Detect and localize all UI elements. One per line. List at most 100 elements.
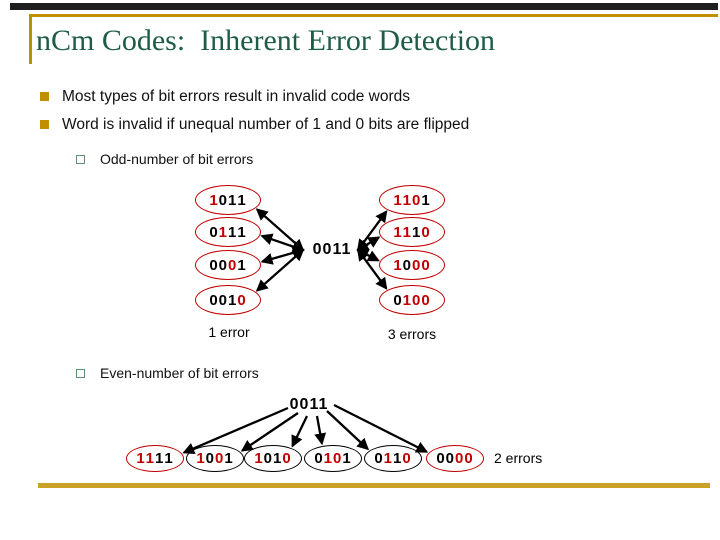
bullet-square-icon	[40, 92, 49, 101]
code-digit: 1	[393, 223, 403, 241]
arrow	[255, 248, 305, 292]
code-digit: 1	[237, 256, 247, 274]
code-digit: 1	[254, 449, 264, 467]
code-digit: 0	[436, 449, 446, 467]
code-digit: 1	[209, 191, 219, 209]
code-digit: 0	[218, 191, 228, 209]
code-digit: 1	[224, 449, 234, 467]
odd-right-label: 3 errors	[387, 326, 437, 342]
top-border-dark	[10, 3, 718, 10]
hollow-square-icon	[76, 155, 85, 164]
code-digit: 0	[237, 291, 247, 309]
code-digit: 1	[218, 223, 228, 241]
code-digit: 1	[155, 449, 165, 467]
code-digit: 1	[228, 291, 238, 309]
code-digit: 1	[164, 449, 174, 467]
code-digit: 1	[402, 191, 412, 209]
code-digit: 0	[374, 449, 384, 467]
arrow	[356, 248, 380, 262]
code-digit: 0	[228, 256, 238, 274]
arrow	[356, 236, 381, 251]
arrow	[326, 410, 370, 451]
code-digit: 1	[402, 223, 412, 241]
code-digit: 0	[209, 223, 219, 241]
arrow	[260, 247, 305, 265]
arrow	[314, 415, 327, 446]
subbullet-text: Odd-number of bit errors	[100, 151, 254, 167]
subbullet-even-errors: Even-number of bit errors	[76, 365, 259, 382]
top-border-gold	[29, 14, 718, 17]
code-digit: 1	[136, 449, 146, 467]
code-digit: 1	[196, 449, 206, 467]
code-digit: 1	[393, 256, 403, 274]
code-digit: 1	[393, 191, 403, 209]
arrow	[333, 403, 429, 453]
code-digit: 1	[342, 449, 352, 467]
code-digit: 0	[421, 256, 431, 274]
hollow-square-icon	[76, 369, 85, 378]
code-digit: 1	[228, 191, 238, 209]
code-digit: 1	[237, 191, 247, 209]
code-digit: 0	[218, 256, 228, 274]
even-row-label: 2 errors	[494, 450, 543, 466]
code-digit: 0	[412, 256, 422, 274]
code-digit: 0	[402, 256, 412, 274]
code-digit: 0	[445, 449, 455, 467]
code-digit: 0	[282, 449, 292, 467]
code-digit: 0	[215, 449, 225, 467]
code-digit: 1	[145, 449, 155, 467]
code-digit: 1	[402, 291, 412, 309]
subbullet-odd-errors: Odd-number of bit errors	[76, 151, 253, 168]
arrow	[255, 208, 305, 252]
bullet-text: Word is invalid if unequal number of 1 a…	[62, 116, 470, 133]
code-digit: 0	[263, 449, 273, 467]
code-digit: 0	[464, 449, 474, 467]
code-digit: 0	[412, 191, 422, 209]
code-digit: 1	[237, 223, 247, 241]
code-digit: 1	[273, 449, 283, 467]
odd-center-code: 0011	[312, 241, 352, 258]
code-digit: 0	[455, 449, 465, 467]
slide-title: nCm Codes: Inherent Error Detection	[36, 24, 496, 57]
code-digit: 0	[412, 291, 422, 309]
code-digit: 1	[393, 449, 403, 467]
odd-left-label: 1 error	[208, 324, 250, 340]
code-digit: 1	[323, 449, 333, 467]
bullet-square-icon	[40, 120, 49, 129]
bullet-item: Most types of bit errors result in inval…	[40, 87, 410, 106]
code-digit: 0	[421, 291, 431, 309]
code-digit: 0	[402, 449, 412, 467]
code-digit: 1	[412, 223, 422, 241]
code-digit: 0	[393, 291, 403, 309]
title-left-accent	[29, 14, 32, 64]
code-digit: 0	[333, 449, 343, 467]
code-digit: 1	[228, 223, 238, 241]
code-digit: 0	[314, 449, 324, 467]
code-digit: 0	[205, 449, 215, 467]
bullet-item: Word is invalid if unequal number of 1 a…	[40, 115, 469, 134]
subbullet-text: Even-number of bit errors	[100, 365, 259, 381]
code-digit: 0	[421, 223, 431, 241]
code-digit: 0	[218, 291, 228, 309]
arrow	[260, 233, 305, 253]
code-digit: 1	[421, 191, 431, 209]
even-center-code: 0011	[289, 396, 329, 413]
code-digit: 0	[209, 291, 219, 309]
arrow	[291, 415, 309, 448]
code-digit: 1	[383, 449, 393, 467]
